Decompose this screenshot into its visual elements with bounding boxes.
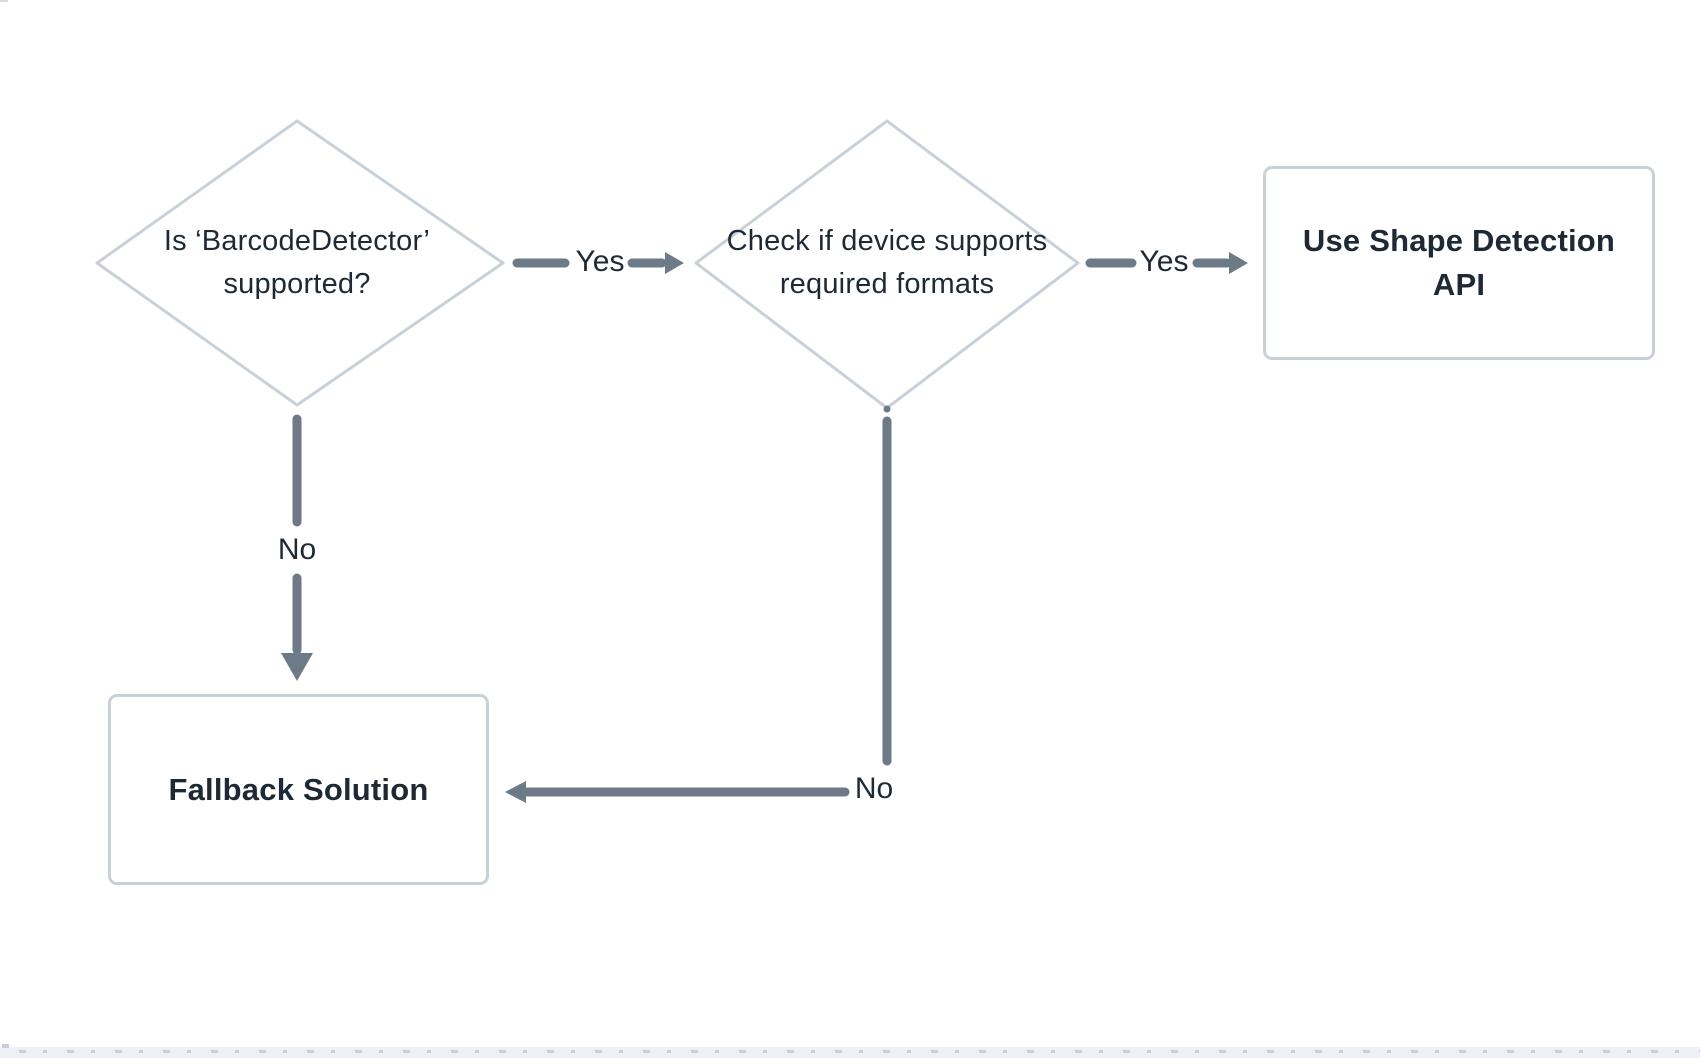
edge-decision1-yes	[512, 252, 684, 274]
decision-diamond-barcodedetector-supported	[95, 119, 505, 407]
bottom-cropped-content-strip	[0, 1047, 1700, 1058]
edge-decision1-no	[281, 414, 313, 681]
edge-decision2-no	[505, 405, 892, 803]
bottom-strip-tick-pattern	[19, 1050, 1700, 1053]
arrowhead-right-icon	[1229, 252, 1248, 274]
decision2-label: Check if device supports required format…	[726, 225, 1048, 300]
edge-decision2-yes	[1085, 252, 1248, 274]
process-box-use-shape-detection-api: Use Shape Detection API	[1263, 166, 1655, 360]
process-box-use-shape-detection-api-label: Use Shape Detection API	[1302, 223, 1616, 302]
edge-label-decision1-no: No	[277, 533, 317, 566]
top-left-edge-artifact	[0, 0, 8, 2]
arrowhead-left-icon	[505, 781, 526, 803]
edge-start-dot	[883, 405, 891, 413]
edge-label-decision1-yes: Yes	[575, 245, 625, 278]
arrowhead-right-icon	[665, 252, 684, 274]
bottom-strip-left-mark	[2, 1044, 9, 1048]
edge-label-decision2-yes: Yes	[1139, 245, 1189, 278]
process-box-fallback-solution: Fallback Solution	[108, 694, 489, 885]
arrowhead-down-icon	[281, 653, 313, 681]
decision1-label: Is ‘BarcodeDetector’ supported?	[163, 225, 431, 300]
edge-label-decision2-no: No	[854, 772, 894, 805]
process-box-fallback-solution-label: Fallback Solution	[168, 771, 429, 807]
